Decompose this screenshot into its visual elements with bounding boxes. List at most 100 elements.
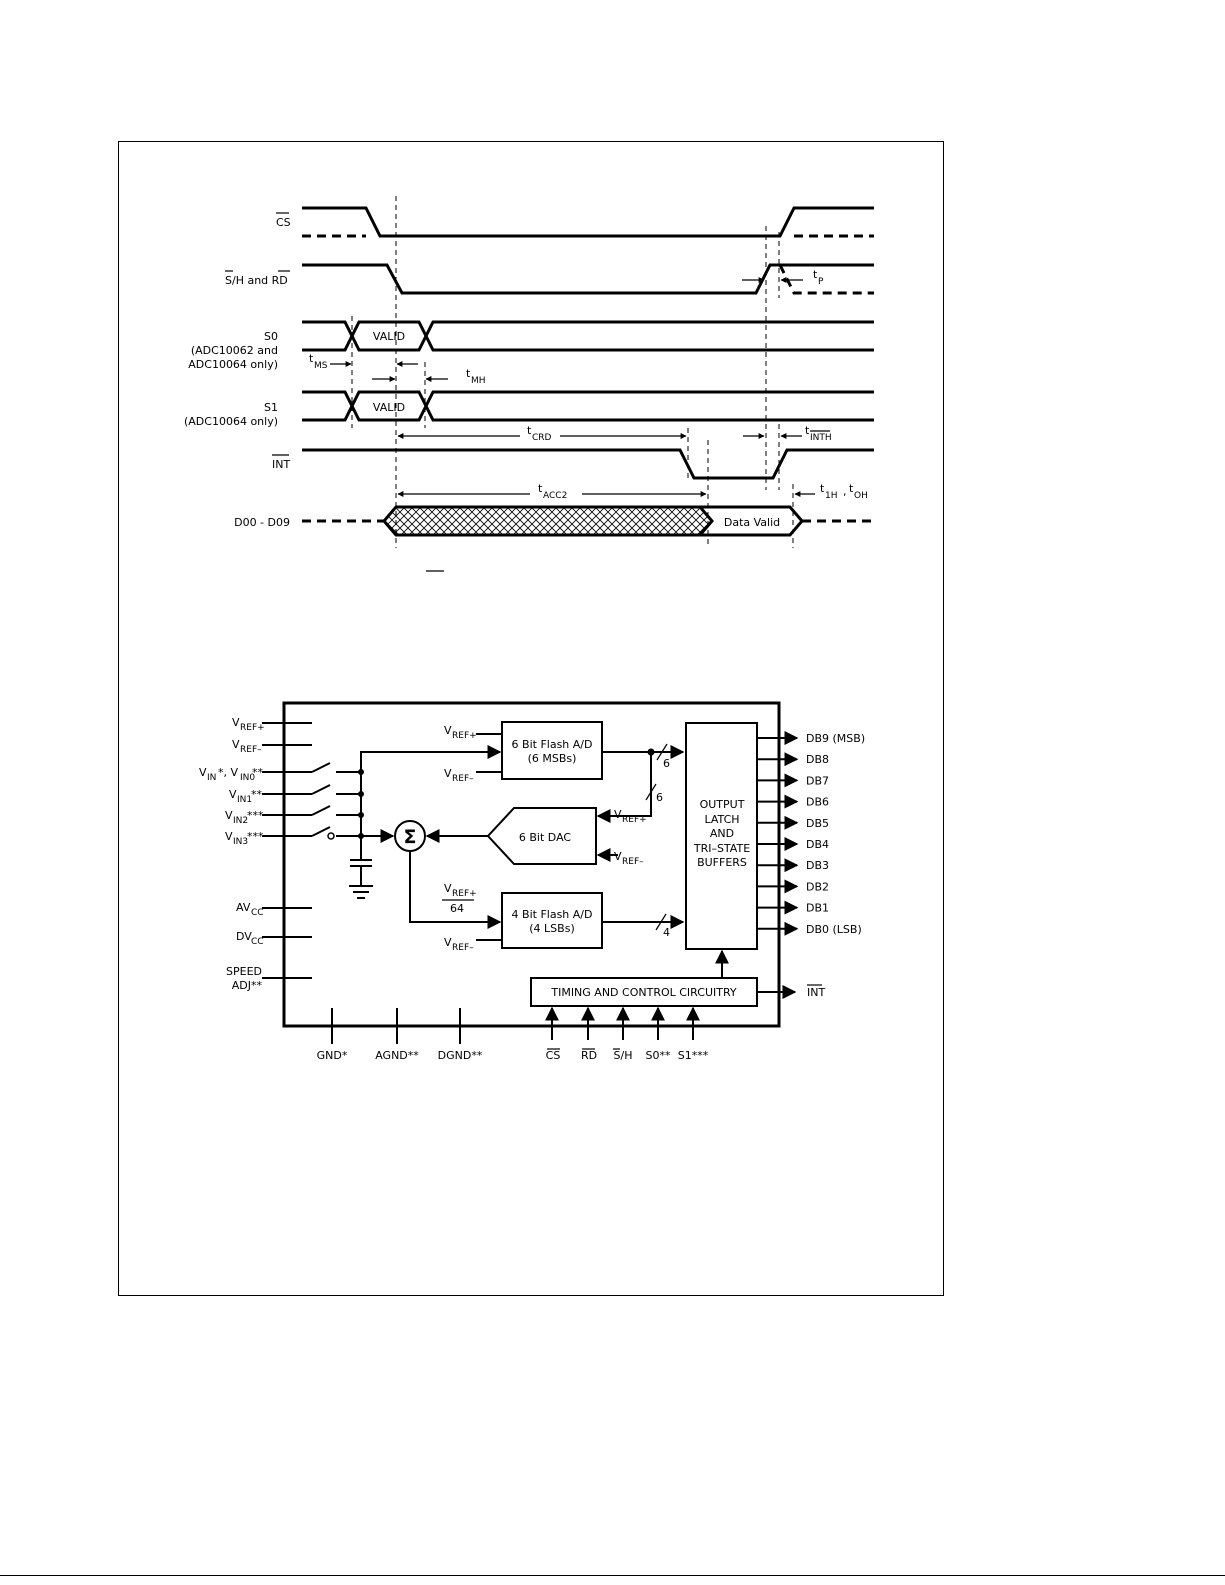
db-output-label: DB6 [806, 796, 829, 809]
vin2-stars: *** [247, 809, 264, 822]
s0-sublabel-1: (ADC10062 and [191, 344, 278, 357]
avcc-av: AV [236, 901, 251, 914]
vin-v: V [199, 766, 207, 779]
vin1-v: V [229, 788, 237, 801]
bus-label-6a: 6 [663, 757, 670, 770]
node-vin1 [358, 791, 364, 797]
t-crd-t: t [527, 424, 532, 437]
flash6-vref-plus-sub: REF+ [452, 731, 477, 741]
flash4-vref-denominator: 64 [450, 902, 464, 915]
t-acc2-t: t [538, 482, 543, 495]
s0-waveform-high [302, 320, 874, 352]
timing-diagram: CS S/H and RD VALID S0 (ADC10062 and ADC… [184, 196, 874, 572]
vin-sub: IN [207, 773, 216, 783]
speed-label: SPEED [226, 965, 262, 978]
t-inth-t: t [805, 424, 810, 437]
vin1-sub: IN1 [237, 795, 252, 805]
vref-plus-v: V [232, 716, 240, 729]
latch-line5: BUFFERS [697, 856, 747, 869]
sh-rd-dashed [778, 264, 874, 295]
s1-waveform-low [302, 390, 874, 422]
vin3-sub: IN3 [233, 837, 248, 847]
db-output-label: DB9 (MSB) [806, 732, 865, 745]
s0-sublabel-2: ADC10064 only) [188, 358, 278, 371]
t-1h-sub: 1H [825, 491, 838, 501]
vin1-stars: ** [251, 788, 263, 801]
int-waveform [302, 448, 874, 480]
flash-4bit-block [501, 892, 603, 949]
rd-in-label: RD [581, 1049, 597, 1062]
dgnd-label: DGND** [438, 1049, 483, 1062]
flash4-vref-plus-v: V [444, 882, 452, 895]
sh-rd-waveform [302, 263, 874, 295]
block-diagram: V REF+ V REF– V IN *, V IN0 ** V IN1 [199, 701, 865, 1062]
vin2-sub: IN2 [233, 816, 248, 826]
figure-frame [118, 141, 944, 1296]
node-vin2 [358, 812, 364, 818]
dac-vref-plus-v: V [614, 808, 622, 821]
dac-vref-plus-sub: REF+ [622, 815, 647, 825]
t-ms-t: t [309, 352, 314, 365]
db-output-label: DB2 [806, 880, 829, 893]
latch-line4: TRI–STATE [693, 842, 750, 855]
sigma-symbol: Σ [404, 826, 417, 848]
flash6-vref-plus-v: V [444, 724, 452, 737]
latch-line3: AND [710, 827, 734, 840]
data-valid-label: Data Valid [724, 516, 780, 529]
avcc-sub: CC [251, 908, 264, 918]
t-oh-sub: OH [854, 491, 868, 501]
vref-plus-sub: REF+ [240, 723, 265, 733]
flash-6bit-block [501, 721, 603, 780]
wire-sum-to-flash4 [409, 851, 502, 929]
db-output-label: DB0 (LSB) [806, 923, 862, 936]
s0-valid-label: VALID [373, 330, 405, 343]
vin3-switch-contact [327, 832, 335, 840]
page-bottom-rule [0, 1575, 1225, 1576]
db-output-label: DB8 [806, 753, 829, 766]
int-out-label: INT [807, 986, 825, 999]
flash6-vref-minus-v: V [444, 767, 452, 780]
data-hatched-region [384, 507, 712, 535]
dvcc-sub: CC [251, 937, 264, 947]
t-mh-sub: MH [471, 376, 486, 386]
vin2-v: V [225, 809, 233, 822]
flash6-line1: 6 Bit Flash A/D [512, 738, 593, 751]
data-label: D00 - D09 [234, 516, 290, 529]
t-ms-sub: MS [314, 361, 328, 371]
t-comma: , [843, 485, 847, 498]
db-output-label: DB3 [806, 859, 829, 872]
vin-star-v: *, V [218, 766, 238, 779]
s1-valid-label: VALID [373, 401, 405, 414]
s0-waveform-low [302, 320, 874, 352]
cs-in-label: CS [546, 1049, 561, 1062]
bus-label-4: 4 [663, 926, 670, 939]
vin0-sub: IN0 [240, 773, 255, 783]
cs-label: CS [276, 216, 291, 229]
gnd-label: GND* [317, 1049, 348, 1062]
timing-control-block [530, 977, 758, 1007]
t-1h-t: t [820, 482, 825, 495]
flash4-vref-minus-v: V [444, 936, 452, 949]
sh-rd-label: S/H and RD [225, 274, 288, 287]
wire-input-to-flash6 [360, 745, 502, 772]
flash6-line2: (6 MSBs) [528, 752, 577, 765]
flash6-vref-minus-sub: REF– [452, 774, 474, 784]
s1-label: S1 [264, 401, 278, 414]
latch-line2: LATCH [704, 813, 739, 826]
dac-vref-minus-sub: REF– [622, 857, 644, 867]
db-output-label: DB5 [806, 817, 829, 830]
t-crd-sub: CRD [532, 433, 552, 443]
wire-flash6-to-dac [596, 752, 652, 823]
flash4-vref-minus-sub: REF– [452, 943, 474, 953]
t-mh-t: t [466, 367, 471, 380]
dac-vref-minus-v: V [614, 850, 622, 863]
input-mux-switches [311, 762, 361, 837]
vin3-v: V [225, 830, 233, 843]
flash4-line2: (4 LSBs) [529, 922, 574, 935]
bus-label-6b: 6 [656, 791, 663, 804]
agnd-label: AGND** [375, 1049, 419, 1062]
adj-label: ADJ** [232, 979, 263, 992]
dac-label: 6 Bit DAC [519, 831, 572, 844]
timing-control-label: TIMING AND CONTROL CIRCUITRY [550, 986, 737, 999]
vref-minus-v: V [232, 738, 240, 751]
